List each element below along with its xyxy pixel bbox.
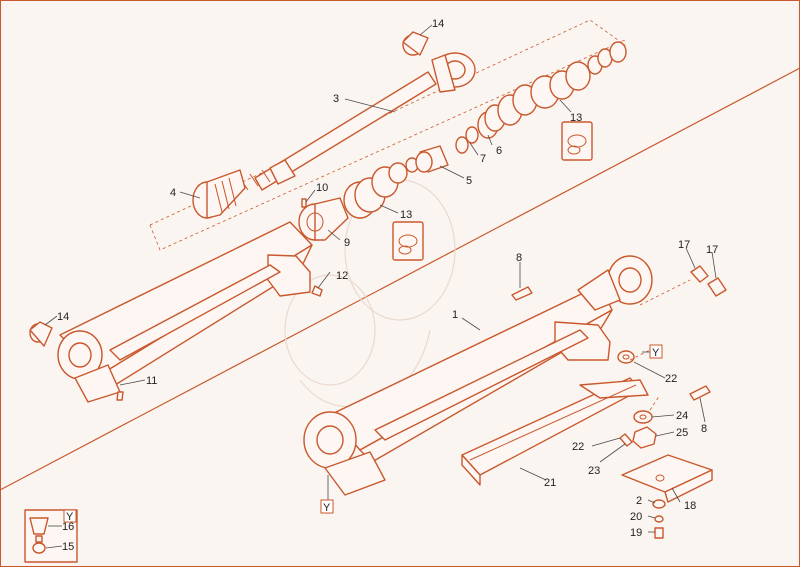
rod-end-bushing bbox=[402, 31, 429, 56]
guide-bushing bbox=[415, 145, 449, 173]
callout-12: 12 bbox=[336, 270, 348, 282]
guard-plate bbox=[461, 377, 649, 486]
washer-small bbox=[652, 499, 666, 509]
callout-20: 20 bbox=[630, 511, 642, 523]
callout-23: 23 bbox=[588, 465, 600, 477]
piston-rod bbox=[239, 52, 476, 191]
callout-16: 16 bbox=[62, 521, 74, 533]
reference-marker: Y bbox=[652, 347, 660, 359]
pin bbox=[689, 385, 711, 401]
callout-8: 8 bbox=[701, 423, 707, 435]
callout-15: 15 bbox=[62, 541, 74, 553]
callout-14: 14 bbox=[57, 311, 69, 323]
screw bbox=[654, 527, 664, 539]
leader-lines bbox=[44, 24, 717, 549]
grease-nipple bbox=[116, 285, 323, 401]
seal-rings-head bbox=[497, 41, 627, 126]
callout-18: 18 bbox=[684, 500, 696, 512]
reference-marker-box bbox=[320, 499, 334, 514]
callout-19: 19 bbox=[630, 527, 642, 539]
spring-washer bbox=[654, 515, 664, 523]
callout-10: 10 bbox=[316, 182, 328, 194]
reference-marker: Y bbox=[323, 502, 331, 514]
callout-9: 9 bbox=[344, 237, 350, 249]
callout-6: 6 bbox=[496, 145, 502, 157]
cylinder-bushing bbox=[29, 321, 53, 347]
callout-25: 25 bbox=[676, 427, 688, 439]
callout-24: 24 bbox=[676, 410, 688, 422]
bolt bbox=[619, 433, 633, 447]
reference-marker-box bbox=[649, 344, 663, 359]
assembly-outline bbox=[149, 19, 626, 251]
callout-1: 1 bbox=[452, 309, 458, 321]
callout-2: 2 bbox=[636, 495, 642, 507]
callout-13: 13 bbox=[400, 209, 412, 221]
piston bbox=[298, 197, 349, 241]
reference-marker-box bbox=[63, 509, 77, 523]
callout-17: 17 bbox=[706, 244, 718, 256]
cylinder-barrel-lower bbox=[303, 255, 653, 496]
gland-nut bbox=[192, 169, 246, 219]
lock-nut bbox=[632, 426, 657, 449]
mounting-bracket bbox=[621, 454, 713, 503]
cylinder-barrel-upper bbox=[57, 221, 313, 403]
callout-14: 14 bbox=[432, 18, 444, 30]
seal-rings-piston bbox=[343, 157, 419, 219]
callout-17: 17 bbox=[678, 239, 690, 251]
washer bbox=[633, 410, 653, 424]
set-screw bbox=[301, 198, 307, 208]
callout-3: 3 bbox=[333, 93, 339, 105]
reference-marker: Y bbox=[66, 511, 74, 523]
callout-8: 8 bbox=[516, 252, 522, 264]
callout-22: 22 bbox=[665, 373, 677, 385]
callout-13: 13 bbox=[570, 112, 582, 124]
seal-kit-bag bbox=[392, 221, 424, 261]
seal-kit-bag bbox=[561, 121, 593, 161]
washer bbox=[617, 350, 635, 364]
callout-11: 11 bbox=[146, 375, 157, 387]
callout-5: 5 bbox=[466, 175, 472, 187]
callout-21: 21 bbox=[544, 477, 556, 489]
callout-7: 7 bbox=[480, 153, 486, 165]
inset-box bbox=[24, 509, 78, 563]
callout-4: 4 bbox=[170, 187, 176, 199]
section-divider bbox=[0, 67, 800, 491]
pin bbox=[511, 286, 533, 301]
hose-fitting bbox=[690, 265, 727, 297]
callout-22: 22 bbox=[572, 441, 584, 453]
